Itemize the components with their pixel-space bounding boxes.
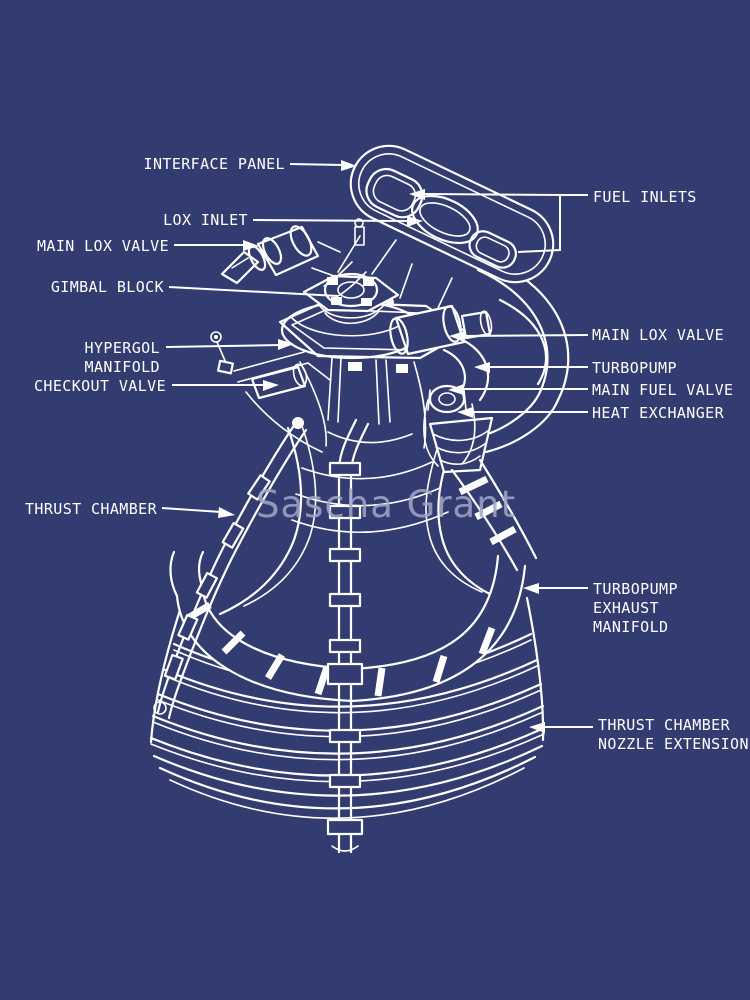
label-hypergol-manifold: HYPERGOL MANIFOLD: [84, 339, 160, 376]
gimbal-block-drawing: [302, 235, 400, 324]
label-lox-inlet: LOX INLET: [163, 211, 248, 229]
label-fuel-inlets: FUEL INLETS: [593, 188, 697, 206]
leader-interface-panel: [289, 160, 357, 171]
label-interface-panel: INTERFACE PANEL: [143, 155, 285, 173]
label-thrust-chamber-nozzle-extension: THRUST CHAMBER NOZZLE EXTENSION: [598, 716, 749, 753]
label-thrust-chamber: THRUST CHAMBER: [24, 500, 157, 518]
main-lox-valve-right-drawing: [389, 304, 493, 356]
leader-turbopump-exhaust-manifold: [523, 583, 588, 594]
label-turbopump: TURBOPUMP: [592, 359, 677, 377]
fuel-inlet-1-drawing: [365, 167, 424, 219]
leader-lox-inlet: [252, 216, 423, 227]
main-fuel-valve-drawing: [427, 384, 467, 414]
leader-thrust-chamber: [161, 507, 235, 518]
leader-hypergol-manifold: [165, 339, 294, 350]
checkout-valve-drawing: [233, 351, 331, 453]
leader-main-lox-valve-left: [174, 240, 259, 251]
leader-main-fuel-valve: [448, 384, 588, 395]
fuel-inlet-2-drawing: [468, 230, 517, 269]
lox-inlet-drawing: [411, 194, 479, 245]
interface-panel-drawing: [349, 144, 555, 284]
label-checkout-valve: CHECKOUT VALVE: [33, 377, 166, 395]
exhaust-manifold-drawing: [169, 550, 527, 703]
leader-fuel-inlets: [409, 189, 588, 253]
label-gimbal-block: GIMBAL BLOCK: [50, 278, 164, 296]
label-turbopump-exhaust-manifold: TURBOPUMP EXHAUST MANIFOLD: [593, 580, 678, 636]
thrust-chamber-drawing: [218, 425, 506, 616]
main-lox-valve-left-drawing: [220, 225, 367, 297]
label-heat-exchanger: HEAT EXCHANGER: [592, 404, 725, 422]
exhaust-duct-drawing: [450, 458, 538, 572]
leader-heat-exchanger: [457, 407, 588, 418]
leader-main-lox-valve-right: [449, 331, 589, 342]
leader-lines: [161, 160, 593, 733]
heat-exchanger-drawing: [428, 416, 494, 474]
leader-checkout-valve: [172, 380, 279, 391]
leader-gimbal-block: [168, 286, 339, 297]
left-fuel-pipe-drawing: [153, 417, 308, 720]
hypergol-manifold-drawing: [210, 331, 234, 375]
label-main-fuel-valve: MAIN FUEL VALVE: [592, 381, 734, 399]
label-main-lox-valve-left: MAIN LOX VALVE: [36, 237, 169, 255]
watermark: Sascha Grant: [256, 483, 517, 526]
label-main-lox-valve-right: MAIN LOX VALVE: [592, 326, 725, 344]
leader-thrust-chamber-nozzle-extension: [529, 722, 593, 733]
leader-turbopump: [474, 362, 588, 373]
center-pipe-drawing: [326, 418, 370, 854]
fuel-duct-loops: [476, 258, 570, 454]
